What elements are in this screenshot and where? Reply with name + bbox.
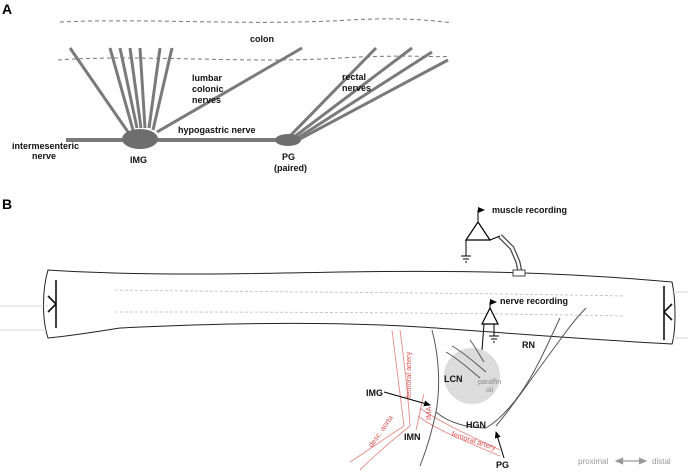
img-label: IMG xyxy=(130,155,147,165)
colon-inner-dash xyxy=(114,289,626,297)
pg-label-2: (paired) xyxy=(274,163,307,173)
left-clamp xyxy=(47,280,58,328)
ima-label: IMA xyxy=(424,407,433,420)
imn-label: IMN xyxy=(404,432,421,442)
rectal-label-1: rectal xyxy=(342,72,366,82)
panel-b-label: B xyxy=(2,196,12,212)
proximal-label: proximal xyxy=(578,457,608,466)
paraffin-label-2: oil xyxy=(486,387,493,394)
intermesenteric-label-2: nerve xyxy=(32,151,56,161)
lumbar-label-3: nerves xyxy=(192,95,221,105)
colon-label: colon xyxy=(250,34,274,44)
img-ganglion xyxy=(122,129,158,149)
nerve-recording-electrode xyxy=(481,299,499,351)
pg-label-b: PG xyxy=(496,460,509,470)
panel-b: B muscle recording xyxy=(0,196,688,471)
rectal-nerves xyxy=(288,46,449,142)
colon-outline-bottom xyxy=(57,55,451,61)
paraffin-label-1: paraffin xyxy=(478,379,501,386)
lumbar-label-2: colonic xyxy=(192,84,224,94)
right-clamp xyxy=(662,286,673,340)
femoral-artery-label-1: femoral artery xyxy=(404,351,413,398)
lumbar-colonic-nerves xyxy=(68,46,303,134)
desc-aorta-label: desc. aorta xyxy=(366,413,395,449)
muscle-recording-label: muscle recording xyxy=(492,205,567,215)
colon-outline-top xyxy=(59,18,451,23)
img-label-b: IMG xyxy=(366,388,383,398)
femoral-artery-label-2: femoral artery xyxy=(450,429,497,452)
colon-tube xyxy=(43,269,676,345)
panel-a-label: A xyxy=(2,1,12,17)
pg-ganglion xyxy=(275,134,301,146)
distal-label: distal xyxy=(652,457,671,466)
arteries xyxy=(349,329,501,471)
panel-a: A colon lumbar colonic nerves rectal ner… xyxy=(2,1,451,173)
rectal-label-2: nerves xyxy=(342,83,371,93)
lcn-label: LCN xyxy=(444,374,463,384)
nerve-recording-label: nerve recording xyxy=(500,296,568,306)
img-arrow xyxy=(383,391,431,407)
rn-label: RN xyxy=(522,340,535,350)
hypogastric-label: hypogastric nerve xyxy=(178,125,256,135)
nerves-b xyxy=(419,307,587,467)
colon-inner-dash-2 xyxy=(114,311,626,317)
pg-label-1: PG xyxy=(282,152,295,162)
intermesenteric-label-1: intermesenteric xyxy=(12,141,79,151)
muscle-recording-electrode xyxy=(461,207,526,277)
paraffin-oil-droplet xyxy=(444,348,500,404)
lumbar-label-1: lumbar xyxy=(192,73,223,83)
hgn-label: HGN xyxy=(466,420,486,430)
pg-arrow xyxy=(494,431,505,459)
